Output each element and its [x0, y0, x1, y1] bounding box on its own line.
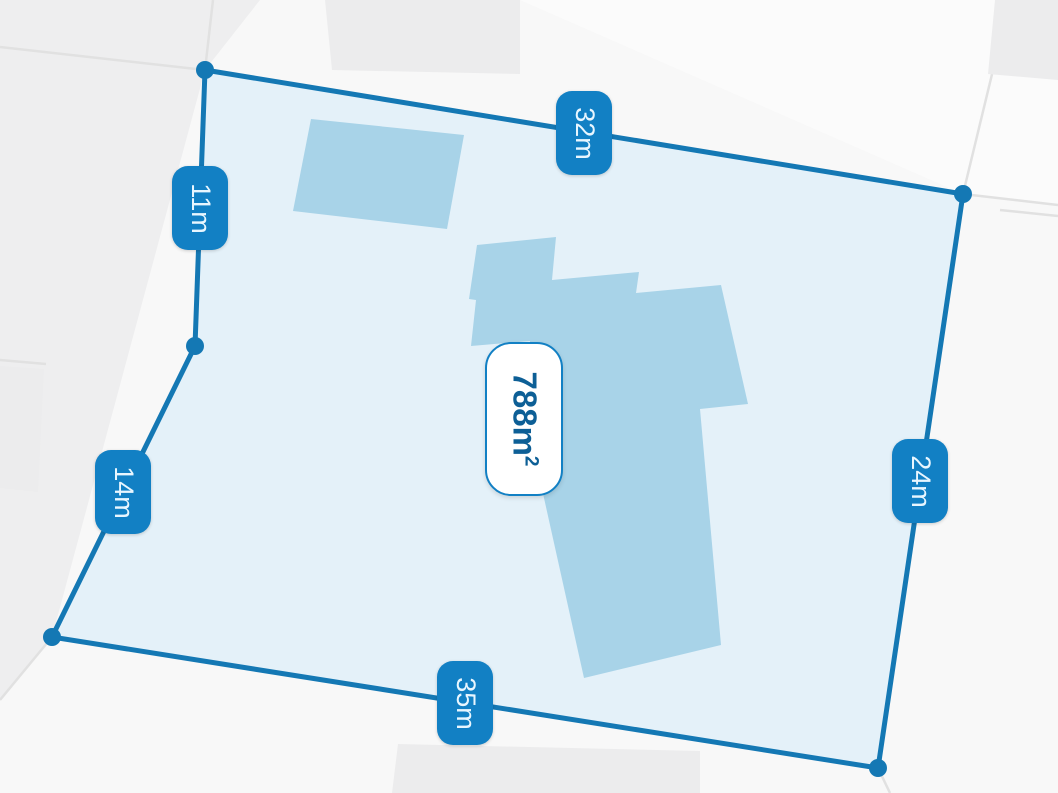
- edge-length-text: 24m: [905, 454, 936, 508]
- vertex-handle[interactable]: [869, 759, 887, 777]
- vertex-handle[interactable]: [954, 185, 972, 203]
- parcel-area-label[interactable]: 788m2: [485, 342, 563, 496]
- bg-building-left: [0, 366, 44, 492]
- parcel-area-text: 788m2: [505, 372, 543, 467]
- edge-length-label-right[interactable]: 24m: [892, 439, 948, 523]
- edge-length-label-top[interactable]: 32m: [556, 91, 612, 175]
- vertex-handle[interactable]: [196, 61, 214, 79]
- parcel-area-value: 788m: [506, 371, 544, 456]
- parcel-area-unit-superscript: 2: [520, 455, 542, 467]
- vertex-handle[interactable]: [43, 628, 61, 646]
- bg-building-right: [988, 0, 1058, 80]
- vertex-handle[interactable]: [186, 337, 204, 355]
- edge-length-text: 11m: [185, 182, 216, 234]
- bg-building-bottom: [392, 744, 700, 793]
- edge-length-text: 14m: [108, 465, 139, 519]
- edge-length-label-upper-left[interactable]: 11m: [172, 166, 228, 250]
- building-accessory: [293, 119, 464, 229]
- edge-length-label-bottom[interactable]: 35m: [437, 661, 493, 745]
- background-sheet-topright: [520, 0, 1058, 205]
- background-sheet-left: [0, 0, 260, 700]
- edge-length-label-lower-left[interactable]: 14m: [95, 450, 151, 534]
- edge-length-text: 35m: [450, 676, 481, 730]
- bg-building-top: [325, 0, 520, 74]
- edge-length-text: 32m: [569, 106, 600, 160]
- parcel-vertices[interactable]: [43, 61, 972, 777]
